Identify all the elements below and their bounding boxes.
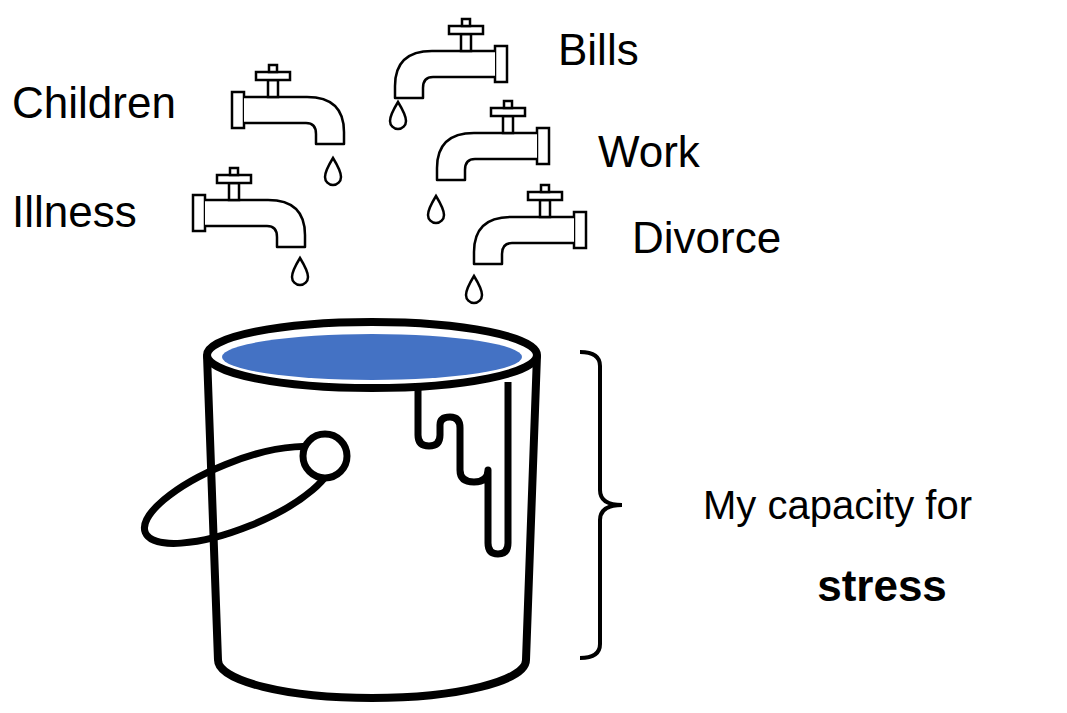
water-drop [428, 196, 444, 223]
tap-symbol [232, 65, 344, 144]
brace-bracket [580, 352, 622, 658]
water-drop [292, 258, 308, 285]
tap-label: Children [12, 81, 176, 125]
water-surface [222, 334, 522, 380]
bracket-label: stress [817, 564, 947, 608]
tap-symbol [395, 19, 507, 98]
bucket [133, 322, 537, 698]
tap-label: Illness [12, 190, 137, 234]
water-drop [466, 276, 482, 303]
tap-label: Work [598, 130, 700, 174]
tap-symbol [437, 101, 549, 180]
tap-label: Bills [558, 28, 639, 72]
bracket-label: My capacity for [703, 485, 972, 525]
water-drop [325, 158, 341, 185]
water-drop [390, 102, 406, 129]
tap-symbol [474, 185, 586, 264]
tap-label: Divorce [632, 216, 781, 260]
tap-symbol [193, 168, 305, 247]
